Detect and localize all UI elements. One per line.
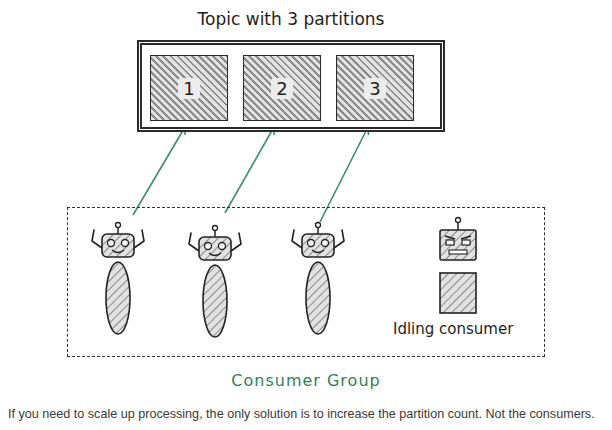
idle-robot (440, 218, 476, 314)
partition-box: 1 (150, 55, 228, 121)
partition-box: 3 (336, 55, 414, 121)
topic-box: Topic with 3 partitions123 (137, 40, 445, 132)
group-label: Consumer Group (68, 371, 544, 390)
partition-number: 1 (178, 78, 199, 99)
partition-number: 3 (364, 78, 385, 99)
consumer-note: Idling consumer (393, 320, 513, 338)
partition-number: 2 (271, 78, 292, 99)
partition-box: 2 (243, 55, 321, 121)
topic-title: Topic with 3 partitions (122, 9, 460, 29)
caption: If you need to scale up processing, the … (8, 407, 595, 421)
